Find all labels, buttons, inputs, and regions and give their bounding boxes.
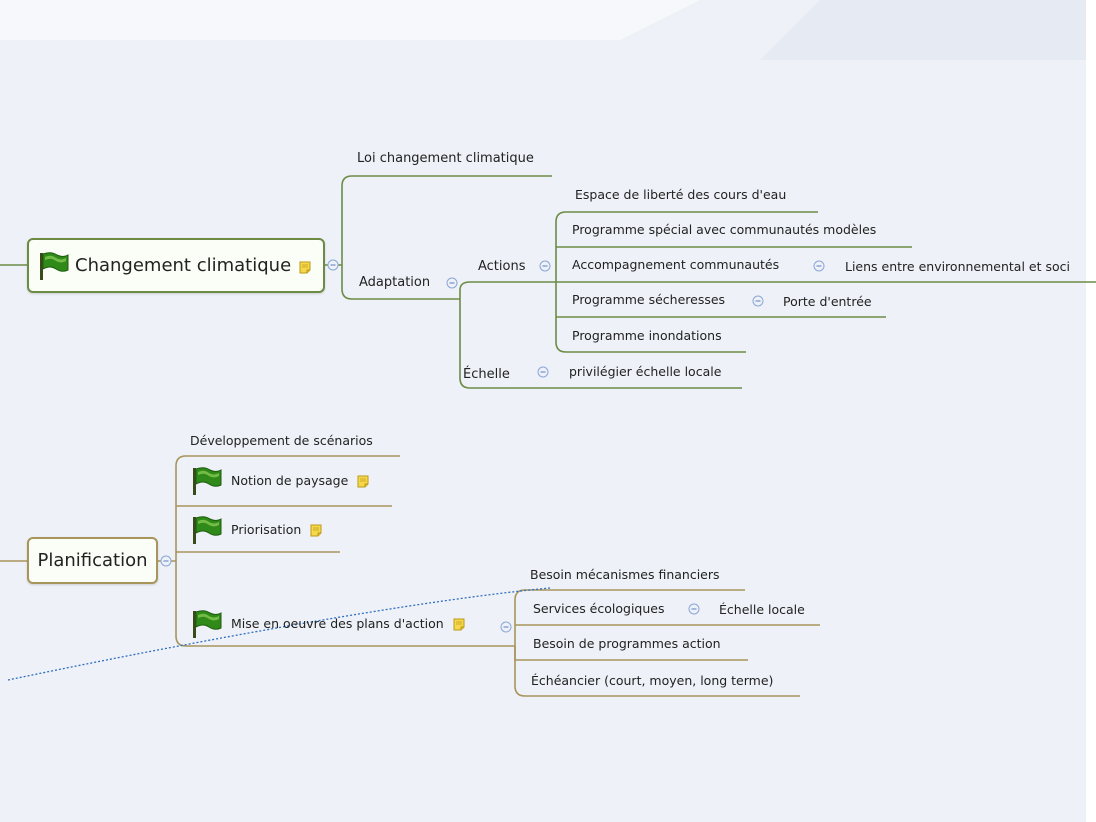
collapse-minus-icon[interactable] (752, 295, 764, 307)
topic-besoin-mecanismes-financiers[interactable]: Besoin mécanismes financiers (530, 567, 720, 582)
note-icon[interactable] (299, 259, 311, 274)
central-topic-label: Changement climatique (75, 255, 292, 276)
topic-services-ecologiques[interactable]: Services écologiques (533, 601, 665, 616)
collapse-minus-icon[interactable] (446, 277, 458, 289)
topic-privilegier-echelle-locale[interactable]: privilégier échelle locale (569, 364, 722, 379)
green-flag-icon (37, 251, 69, 281)
note-icon[interactable] (310, 524, 322, 537)
topic-accompagnement-communautes[interactable]: Accompagnement communautés (572, 257, 780, 272)
topic-echelle[interactable]: Échelle (463, 367, 510, 382)
green-flag-icon (190, 515, 222, 545)
topic-label: Mise en oeuvre des plans d'action (231, 616, 444, 631)
collapse-minus-icon[interactable] (500, 621, 512, 633)
note-icon[interactable] (453, 618, 465, 631)
topic-porte-d-entree[interactable]: Porte d'entrée (783, 294, 872, 309)
collapse-minus-icon[interactable] (537, 366, 549, 378)
topic-loi-changement-climatique[interactable]: Loi changement climatique (357, 151, 534, 166)
topic-actions[interactable]: Actions (478, 259, 526, 274)
topic-label: Notion de paysage (231, 473, 349, 488)
central-topic-label: Planification (37, 550, 148, 571)
collapse-minus-icon[interactable] (813, 260, 825, 272)
central-topic-planification[interactable]: Planification (27, 537, 158, 584)
collapse-minus-icon[interactable] (688, 603, 700, 615)
collapse-minus-icon[interactable] (160, 555, 172, 567)
topic-mise-en-oeuvre[interactable]: Mise en oeuvre des plans d'action (190, 609, 465, 639)
green-flag-icon (190, 609, 222, 639)
topic-notion-de-paysage[interactable]: Notion de paysage (190, 466, 369, 496)
topic-programme-special[interactable]: Programme spécial avec communautés modèl… (572, 222, 877, 237)
central-topic-changement-climatique[interactable]: Changement climatique (27, 238, 325, 293)
topic-programme-inondations[interactable]: Programme inondations (572, 328, 722, 343)
collapse-minus-icon[interactable] (539, 260, 551, 272)
topic-adaptation[interactable]: Adaptation (359, 275, 431, 290)
topic-developpement-de-scenarios[interactable]: Développement de scénarios (190, 433, 373, 448)
topic-liens-environnemental[interactable]: Liens entre environnemental et soci (845, 259, 1070, 274)
topic-besoin-de-programmes-action[interactable]: Besoin de programmes action (533, 636, 721, 651)
collapse-minus-icon[interactable] (327, 259, 339, 271)
topic-programme-secheresses[interactable]: Programme sécheresses (572, 292, 726, 307)
note-icon[interactable] (357, 475, 369, 488)
topic-espace-de-liberte[interactable]: Espace de liberté des cours d'eau (575, 187, 787, 202)
topic-echelle-locale[interactable]: Échelle locale (719, 602, 805, 617)
topic-echeancier[interactable]: Échéancier (court, moyen, long terme) (531, 673, 774, 688)
topic-priorisation[interactable]: Priorisation (190, 515, 322, 545)
topic-label: Priorisation (231, 522, 302, 537)
green-flag-icon (190, 466, 222, 496)
